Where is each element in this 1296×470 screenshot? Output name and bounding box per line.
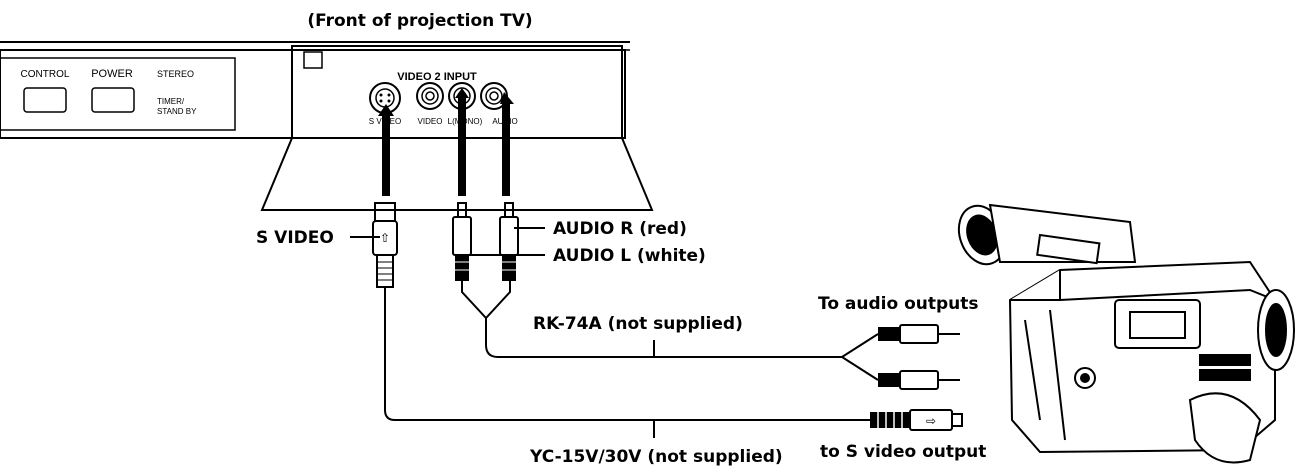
jack-video-label: VIDEO [418,117,443,126]
timer-label-1: TIMER/ [157,97,185,106]
timer-label-2: STAND BY [157,107,197,116]
s-video-arrow [378,104,394,196]
control-label: CONTROL [21,69,70,80]
video-jack[interactable] [416,82,444,110]
power-button[interactable] [91,87,135,113]
svg-text:⇧: ⇧ [380,231,390,245]
audio-l-arrow [455,88,469,196]
audio-l-plug [452,202,472,281]
to-audio-label: To audio outputs [818,294,979,314]
s-video-label: S VIDEO [256,228,334,248]
power-label: POWER [91,68,133,80]
tv-front-panel: CONTROL POWER STEREO TIMER/ STAND BY VID… [0,41,654,211]
rk-cable-label: RK-74A (not supplied) [533,314,743,334]
stereo-label: STEREO [157,69,194,79]
camcorder [957,203,1295,464]
audio-l-label: AUDIO L (white) [553,246,706,266]
to-svideo-label: to S video output [820,442,986,462]
yc-cable-label: YC-15V/30V (not supplied) [529,447,783,467]
yc-cable [384,287,870,438]
audio-r-label: AUDIO R (red) [553,219,687,239]
rk-74a-cable [461,281,879,381]
s-video-plug-camera: ⇨ [870,409,963,431]
audio-r-arrow [500,92,514,196]
to-audio-plug-2 [878,370,960,390]
video2-input-title: VIDEO 2 INPUT [397,71,477,83]
to-audio-plug-1 [878,324,960,344]
diagram-title: (Front of projection TV) [307,11,532,31]
audio-r-plug [499,202,519,281]
s-video-plug: ⇧ [372,202,398,288]
control-button[interactable] [23,87,67,113]
front-cover [260,137,654,211]
svg-text:⇨: ⇨ [926,414,936,428]
